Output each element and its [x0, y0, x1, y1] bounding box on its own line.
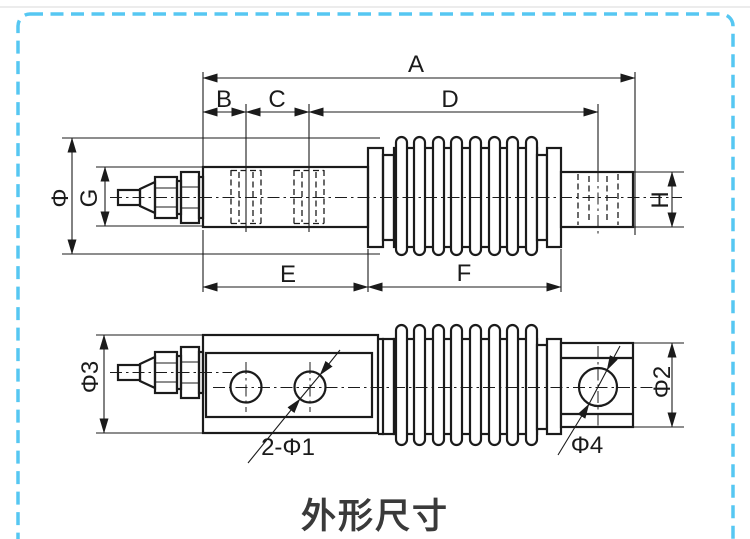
dim-label-A: A	[408, 51, 424, 78]
callout-2-phi1: 2-Φ1	[247, 349, 341, 464]
dim-label-E: E	[280, 261, 296, 288]
end-journal-side	[559, 170, 635, 229]
dim-label-2-phi1: 2-Φ1	[261, 434, 315, 461]
beam-body-plan	[201, 333, 380, 435]
dim-label-D: D	[441, 86, 458, 113]
dim-label-G: G	[76, 189, 103, 208]
end-journal-plan	[559, 341, 635, 429]
cable-connector-plan	[116, 345, 205, 400]
dashed-frame-border	[16, 12, 735, 539]
dim-label-phi3: Φ3	[77, 361, 104, 394]
dim-label-H: H	[647, 191, 674, 208]
beam-inner-face-plan	[204, 351, 374, 419]
dim-label-F: F	[457, 260, 472, 287]
dim-label-C: C	[268, 86, 285, 113]
plan-view-dimensions: Φ3 Φ2 2-Φ1 Φ4	[77, 334, 684, 464]
dim-label-phi2: Φ2	[649, 366, 676, 399]
bellows-plan	[381, 323, 563, 447]
callout-phi4: Φ4	[557, 345, 621, 459]
dim-label-phi: Φ	[47, 188, 74, 207]
drawing-caption: 外形尺寸	[300, 497, 449, 536]
plan-view	[110, 323, 657, 447]
bellows-side	[366, 135, 563, 257]
cable-connector-side	[116, 170, 205, 225]
dim-label-phi4: Φ4	[571, 432, 604, 459]
dim-label-B: B	[216, 86, 232, 113]
side-view	[110, 135, 682, 257]
side-view-dimensions: A B C D E F Φ G H	[47, 51, 684, 292]
